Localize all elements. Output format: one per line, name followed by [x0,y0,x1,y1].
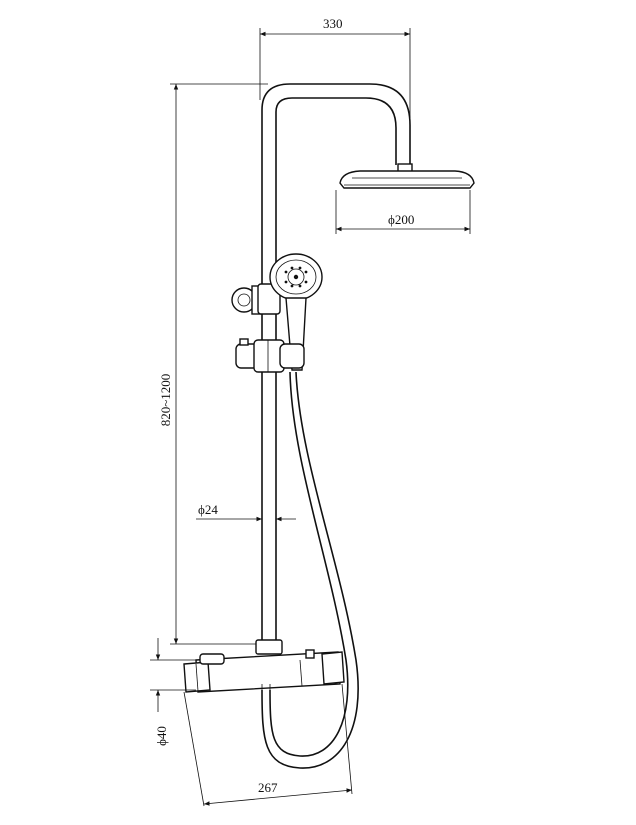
rain-shower-head [339,170,475,189]
dimension-riser-height: 820~1200 [158,83,268,645]
dimension-valve-length: 267 [183,683,353,807]
thermostatic-valve [183,639,345,693]
dimension-pipe-diameter: ϕ24 [196,502,296,522]
dimension-arm-reach: 330 [259,16,411,118]
head-diameter-label: ϕ200 [388,212,414,227]
wall-bracket [231,283,281,315]
valve-diameter-label: ϕ40 [154,726,169,746]
dimension-head-diameter: ϕ200 [335,190,471,234]
arm-reach-label: 330 [323,16,343,31]
valve-length-label: 267 [258,780,278,795]
dimension-valve-diameter: ϕ40 [150,638,196,746]
riser-pipe [261,83,413,640]
riser-height-label: 820~1200 [158,374,173,427]
slide-holder [235,338,305,373]
pipe-diameter-label: ϕ24 [198,502,218,517]
shower-hose [261,371,359,769]
